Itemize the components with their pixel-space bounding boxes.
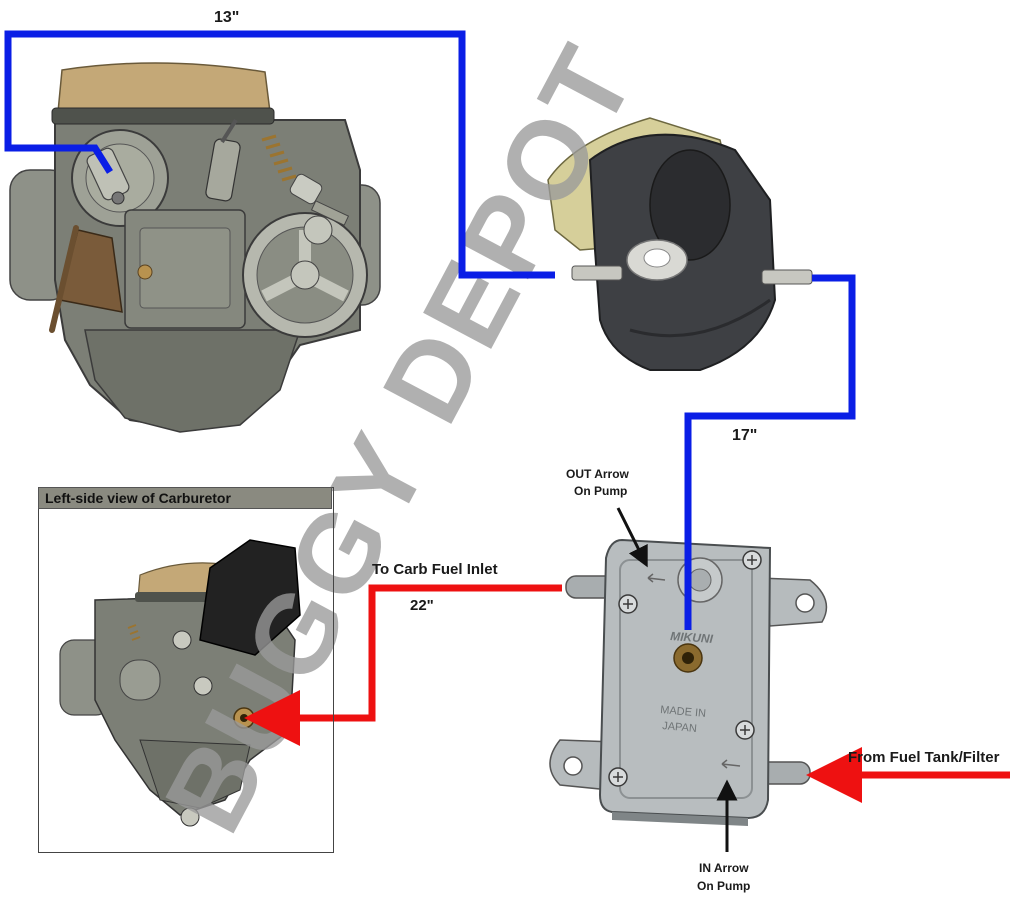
fuel-pump: MIKUNI MADE IN JAPAN — [549, 538, 828, 826]
top-hose-length-label: 13" — [214, 9, 239, 26]
inset-title: Left-side view of Carburetor — [38, 487, 332, 509]
pump-brand-text: MIKUNI — [670, 629, 714, 646]
pump-screws — [608, 550, 762, 787]
carburetor-inset — [59, 539, 301, 827]
intake-manifold — [547, 117, 813, 371]
to-carb-label: To Carb Fuel Inlet — [372, 561, 498, 578]
from-tank-label: From Fuel Tank/Filter — [848, 749, 1000, 766]
out-arrow-label-line2: On Pump — [574, 484, 627, 498]
throttle-spring — [261, 134, 297, 182]
right-hose-length-label: 17" — [732, 427, 757, 444]
carburetor-main — [9, 62, 381, 433]
pump-made-in-line2: JAPAN — [662, 720, 698, 735]
pump-made-in-line1: MADE IN — [660, 704, 707, 720]
inset-frame — [38, 487, 334, 853]
vacuum-hose-top — [4, 30, 555, 279]
in-arrow-label-line2: On Pump — [697, 879, 750, 893]
out-arrow-label-line1: OUT Arrow — [566, 467, 630, 481]
out-arrow-callout — [616, 507, 648, 568]
middle-hose-length-label: 22" — [410, 597, 434, 614]
vacuum-hose-right — [684, 274, 856, 630]
in-arrow-label-line1: IN Arrow — [699, 861, 749, 875]
fuel-line-to-carb — [244, 584, 562, 746]
